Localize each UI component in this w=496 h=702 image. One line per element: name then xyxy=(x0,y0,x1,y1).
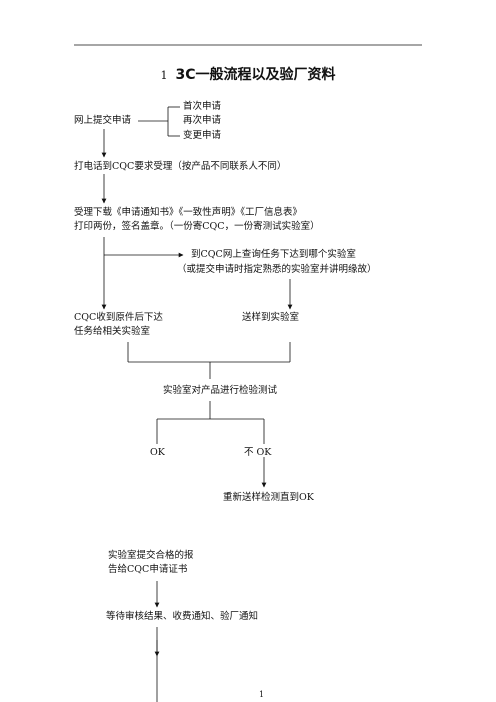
section-number: 1 xyxy=(160,69,168,82)
option-change-application: 变更申请 xyxy=(183,130,222,141)
branch-query-line2: （或提交申请时指定熟悉的实验室并讲明缘故） xyxy=(177,264,377,275)
resend-sample: 重新送样检测直到OK xyxy=(223,492,314,503)
result-not-ok: 不 OK xyxy=(244,447,272,458)
submit-online-label: 网上提交申请 xyxy=(74,115,132,126)
cqc-receive-line2: 任务给相关实验室 xyxy=(74,326,151,337)
lab-testing: 实验室对产品进行检验测试 xyxy=(163,385,278,396)
step-call-cqc: 打电话到CQC要求受理（按产品不同联系人不同） xyxy=(74,161,287,172)
lab-report-line2: 告给CQC申请证书 xyxy=(108,564,188,575)
option-first-application: 首次申请 xyxy=(183,101,222,112)
result-ok: OK xyxy=(150,447,165,458)
send-sample-to-lab: 送样到实验室 xyxy=(242,312,300,323)
step-download-line1: 受理下载《申请通知书》《一致性声明》《工厂信息表》 xyxy=(74,207,303,218)
page-title: 1 3C一般流程以及验厂资料 xyxy=(0,64,496,84)
wait-notices: 等待审核结果、收费通知、验厂通知 xyxy=(106,611,259,622)
title-text: 3C一般流程以及验厂资料 xyxy=(175,67,336,83)
branch-query-line1: 到CQC网上查询任务下达到哪个实验室 xyxy=(191,249,356,260)
lab-report-line1: 实验室提交合格的报 xyxy=(108,550,194,561)
cqc-receive-line1: CQC收到原件后下达 xyxy=(74,312,163,323)
option-repeat-application: 再次申请 xyxy=(183,115,222,126)
step-download-line2: 打印两份，签名盖章。（一份寄CQC，一份寄测试实验室） xyxy=(74,221,320,232)
page-number: 1 xyxy=(259,690,265,699)
